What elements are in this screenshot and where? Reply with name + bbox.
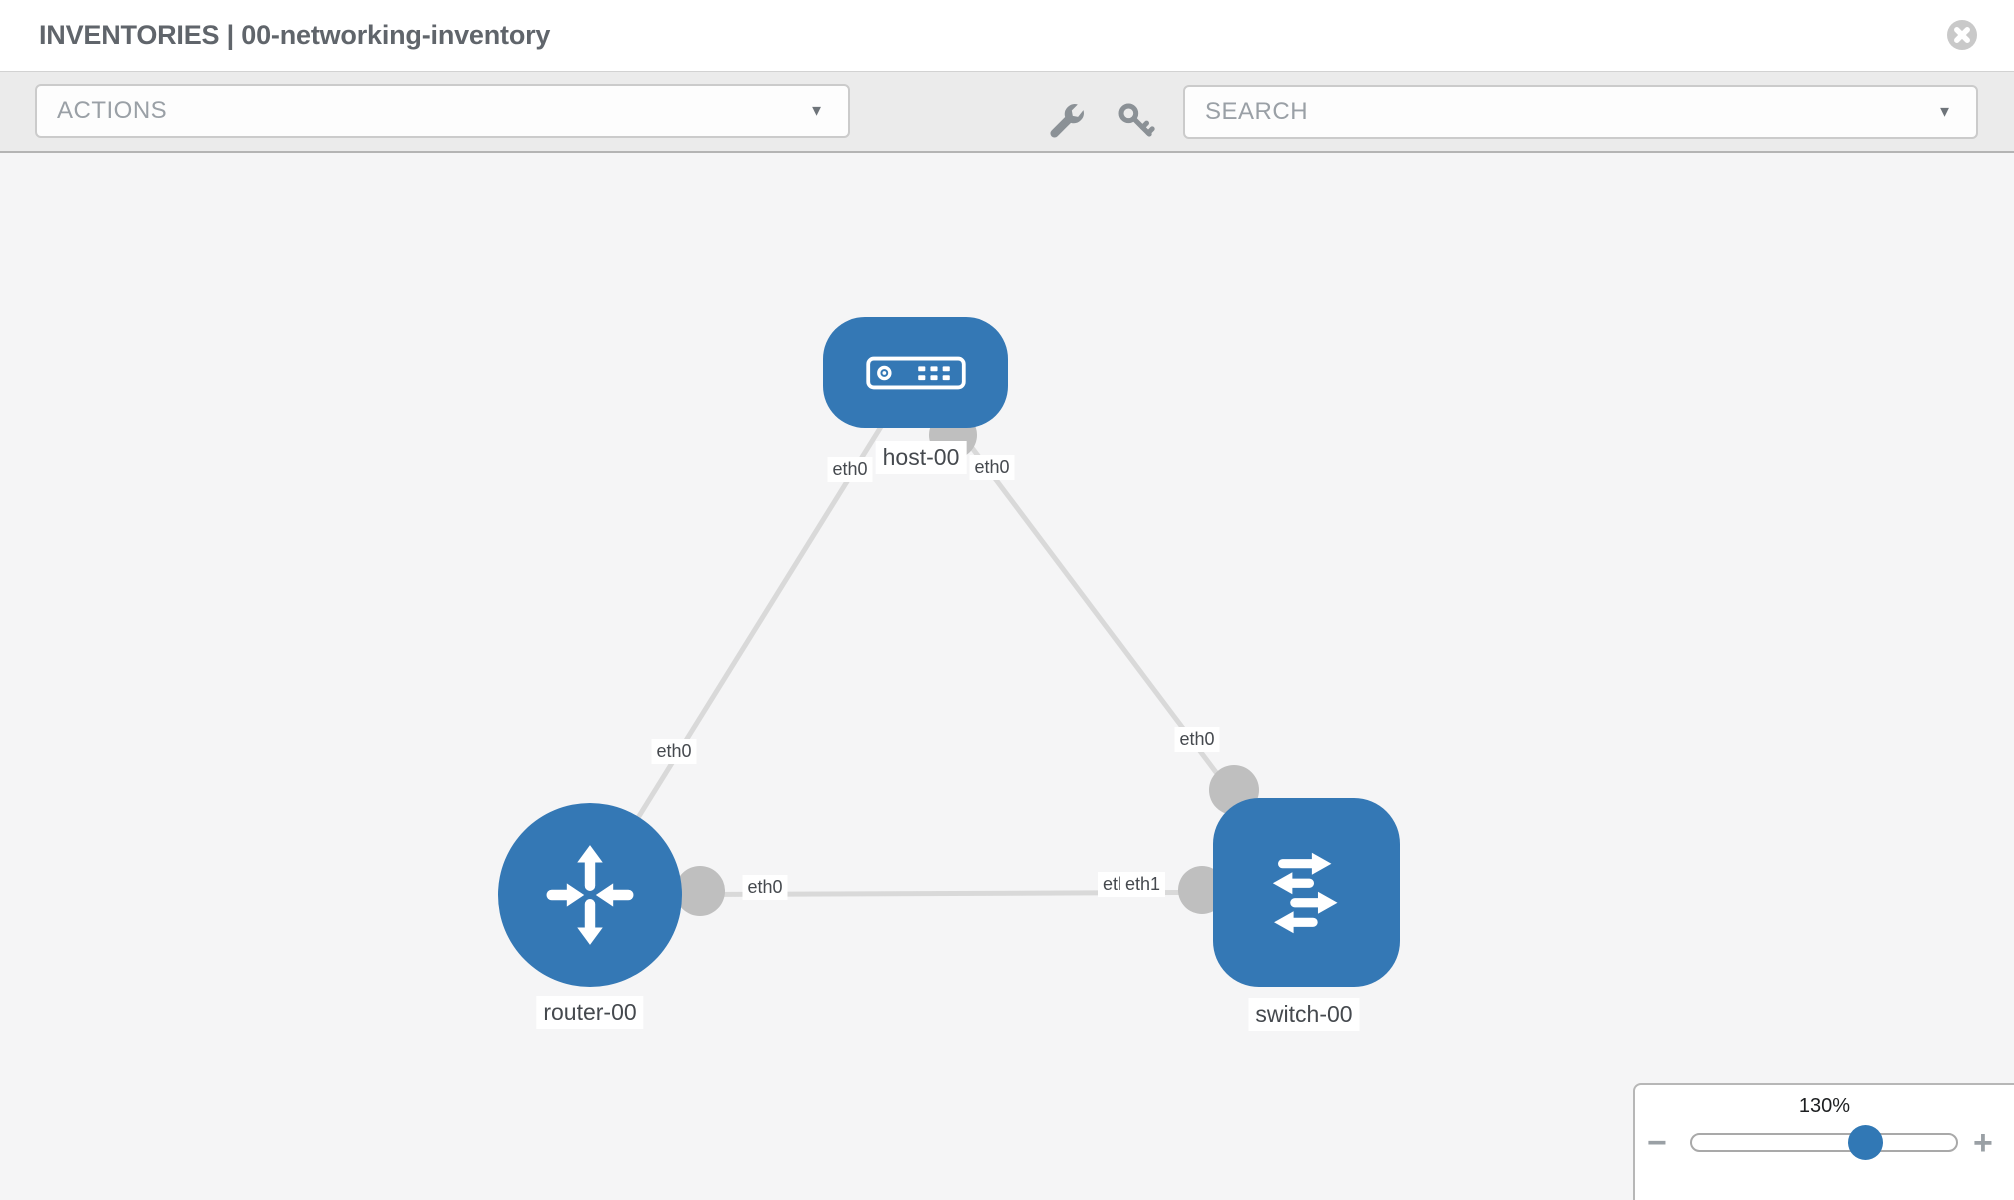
- actions-dropdown[interactable]: ACTIONS ▼: [35, 84, 850, 138]
- toolbar: ACTIONS ▼ SEARCH ▼: [0, 71, 2014, 153]
- port-label-switch-eth1: eth1: [1120, 872, 1166, 897]
- key-icon: [1118, 102, 1155, 137]
- node-switch-00[interactable]: [1213, 798, 1400, 987]
- zoom-in-button[interactable]: +: [1973, 1124, 1993, 1162]
- zoom-panel: 130% − +: [1633, 1083, 2014, 1200]
- server-icon: [865, 356, 966, 389]
- node-label-host: host-00: [875, 441, 967, 474]
- port-label-router-eth0-right: eth0: [742, 875, 788, 900]
- page-title: INVENTORIES | 00-networking-inventory: [39, 20, 551, 50]
- port-label-host-eth0-right: eth0: [969, 455, 1015, 480]
- port-label-router-eth0-top: eth0: [651, 739, 697, 764]
- search-dropdown[interactable]: SEARCH ▼: [1183, 85, 1978, 139]
- chevron-down-icon: ▼: [1937, 103, 1952, 121]
- node-host-00[interactable]: [823, 317, 1008, 428]
- chevron-down-icon: ▼: [809, 102, 824, 120]
- close-icon: [1947, 20, 1977, 50]
- header: INVENTORIES | 00-networking-inventory: [0, 0, 2014, 71]
- node-router-00[interactable]: [498, 803, 682, 987]
- port-label-host-eth0-left: eth0: [827, 457, 873, 482]
- zoom-slider-knob[interactable]: [1848, 1125, 1883, 1160]
- wrench-icon: [1050, 103, 1084, 138]
- search-dropdown-label: SEARCH: [1205, 98, 1309, 125]
- close-button[interactable]: [1946, 19, 1978, 51]
- node-label-switch: switch-00: [1248, 998, 1360, 1031]
- configure-button[interactable]: [1045, 99, 1089, 143]
- router-arrows-icon: [546, 845, 634, 945]
- credentials-button[interactable]: [1113, 99, 1157, 143]
- interface-dot-router[interactable]: [675, 866, 725, 916]
- port-label-switch-eth0-top: eth0: [1174, 727, 1220, 752]
- zoom-level-label: 130%: [1798, 1095, 1851, 1117]
- topology-canvas[interactable]: host-00 router-00 switch-00 eth0 eth0 et…: [0, 153, 2014, 1200]
- topology-wires: [587, 370, 1308, 916]
- actions-dropdown-label: ACTIONS: [57, 97, 168, 124]
- switch-arrows-icon: [1272, 852, 1337, 933]
- node-label-router: router-00: [536, 996, 644, 1029]
- zoom-out-button[interactable]: −: [1647, 1124, 1667, 1162]
- zoom-slider-track[interactable]: [1690, 1133, 1958, 1152]
